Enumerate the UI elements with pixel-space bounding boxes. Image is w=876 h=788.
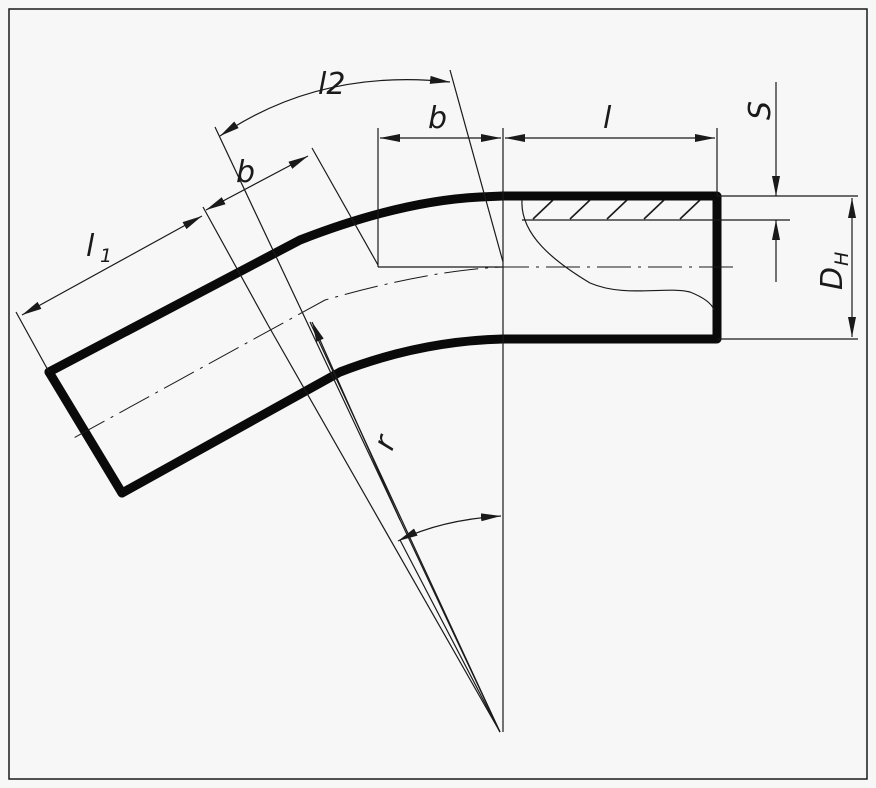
dim-r	[311, 321, 401, 521]
dim-l2-arc	[219, 75, 451, 137]
dim-angle-arc	[397, 513, 502, 542]
label-l2: l2	[318, 67, 345, 102]
dim-l1	[21, 215, 203, 316]
label-b-top: b	[428, 101, 447, 136]
dim-b-left	[205, 155, 309, 211]
svg-text:l: l	[86, 229, 95, 264]
center-lines	[69, 126, 733, 733]
pipe-top-wall	[44, 191, 508, 377]
drawing-frame	[8, 8, 868, 780]
pipe-left-end	[44, 367, 127, 498]
label-s: S	[743, 101, 778, 120]
svg-text:1: 1	[100, 245, 112, 267]
label-dn: D H	[815, 252, 853, 290]
svg-text:H: H	[831, 252, 853, 266]
label-l: l	[603, 101, 612, 136]
pipe-bottom-wall	[117, 334, 508, 498]
label-l1: l 1	[86, 229, 112, 267]
wall-section	[521, 199, 715, 311]
label-b-left: b	[236, 155, 255, 190]
construction-lines	[15, 69, 858, 733]
svg-text:D: D	[815, 267, 850, 290]
